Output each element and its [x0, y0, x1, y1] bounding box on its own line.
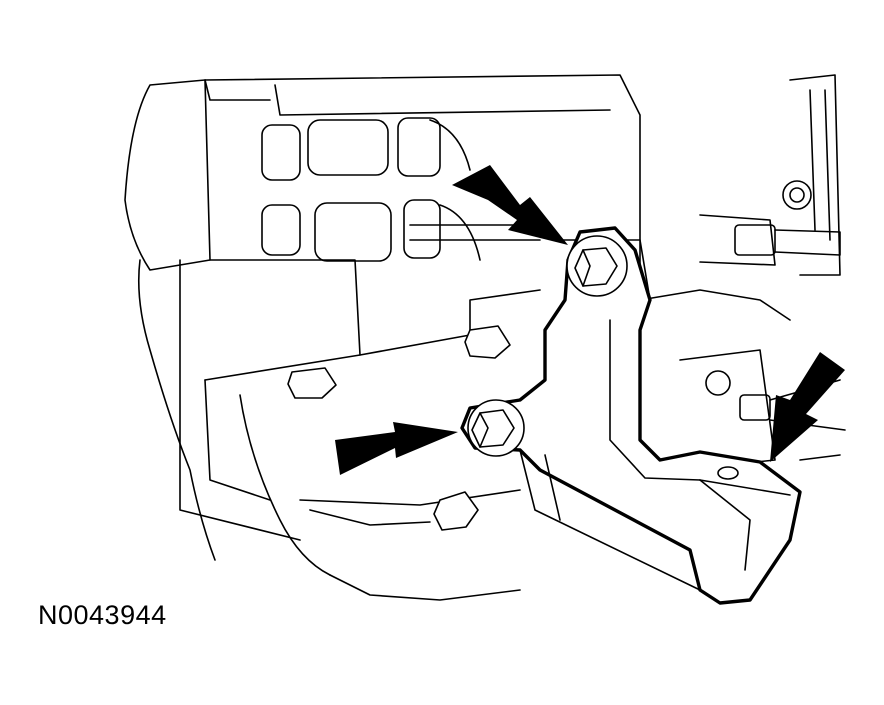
right-side-components — [679, 74, 846, 471]
bracket-icon — [460, 226, 802, 605]
arrow-left — [335, 422, 458, 475]
block-ribbing — [261, 117, 541, 262]
engine-block-outline — [124, 74, 791, 601]
reference-code: N0043944 — [38, 600, 167, 630]
arrow-upper — [452, 165, 568, 245]
bolt-lower — [467, 399, 525, 457]
bolt-small-1 — [287, 325, 511, 531]
arrow-right — [770, 352, 845, 462]
bolt-upper — [566, 235, 628, 297]
